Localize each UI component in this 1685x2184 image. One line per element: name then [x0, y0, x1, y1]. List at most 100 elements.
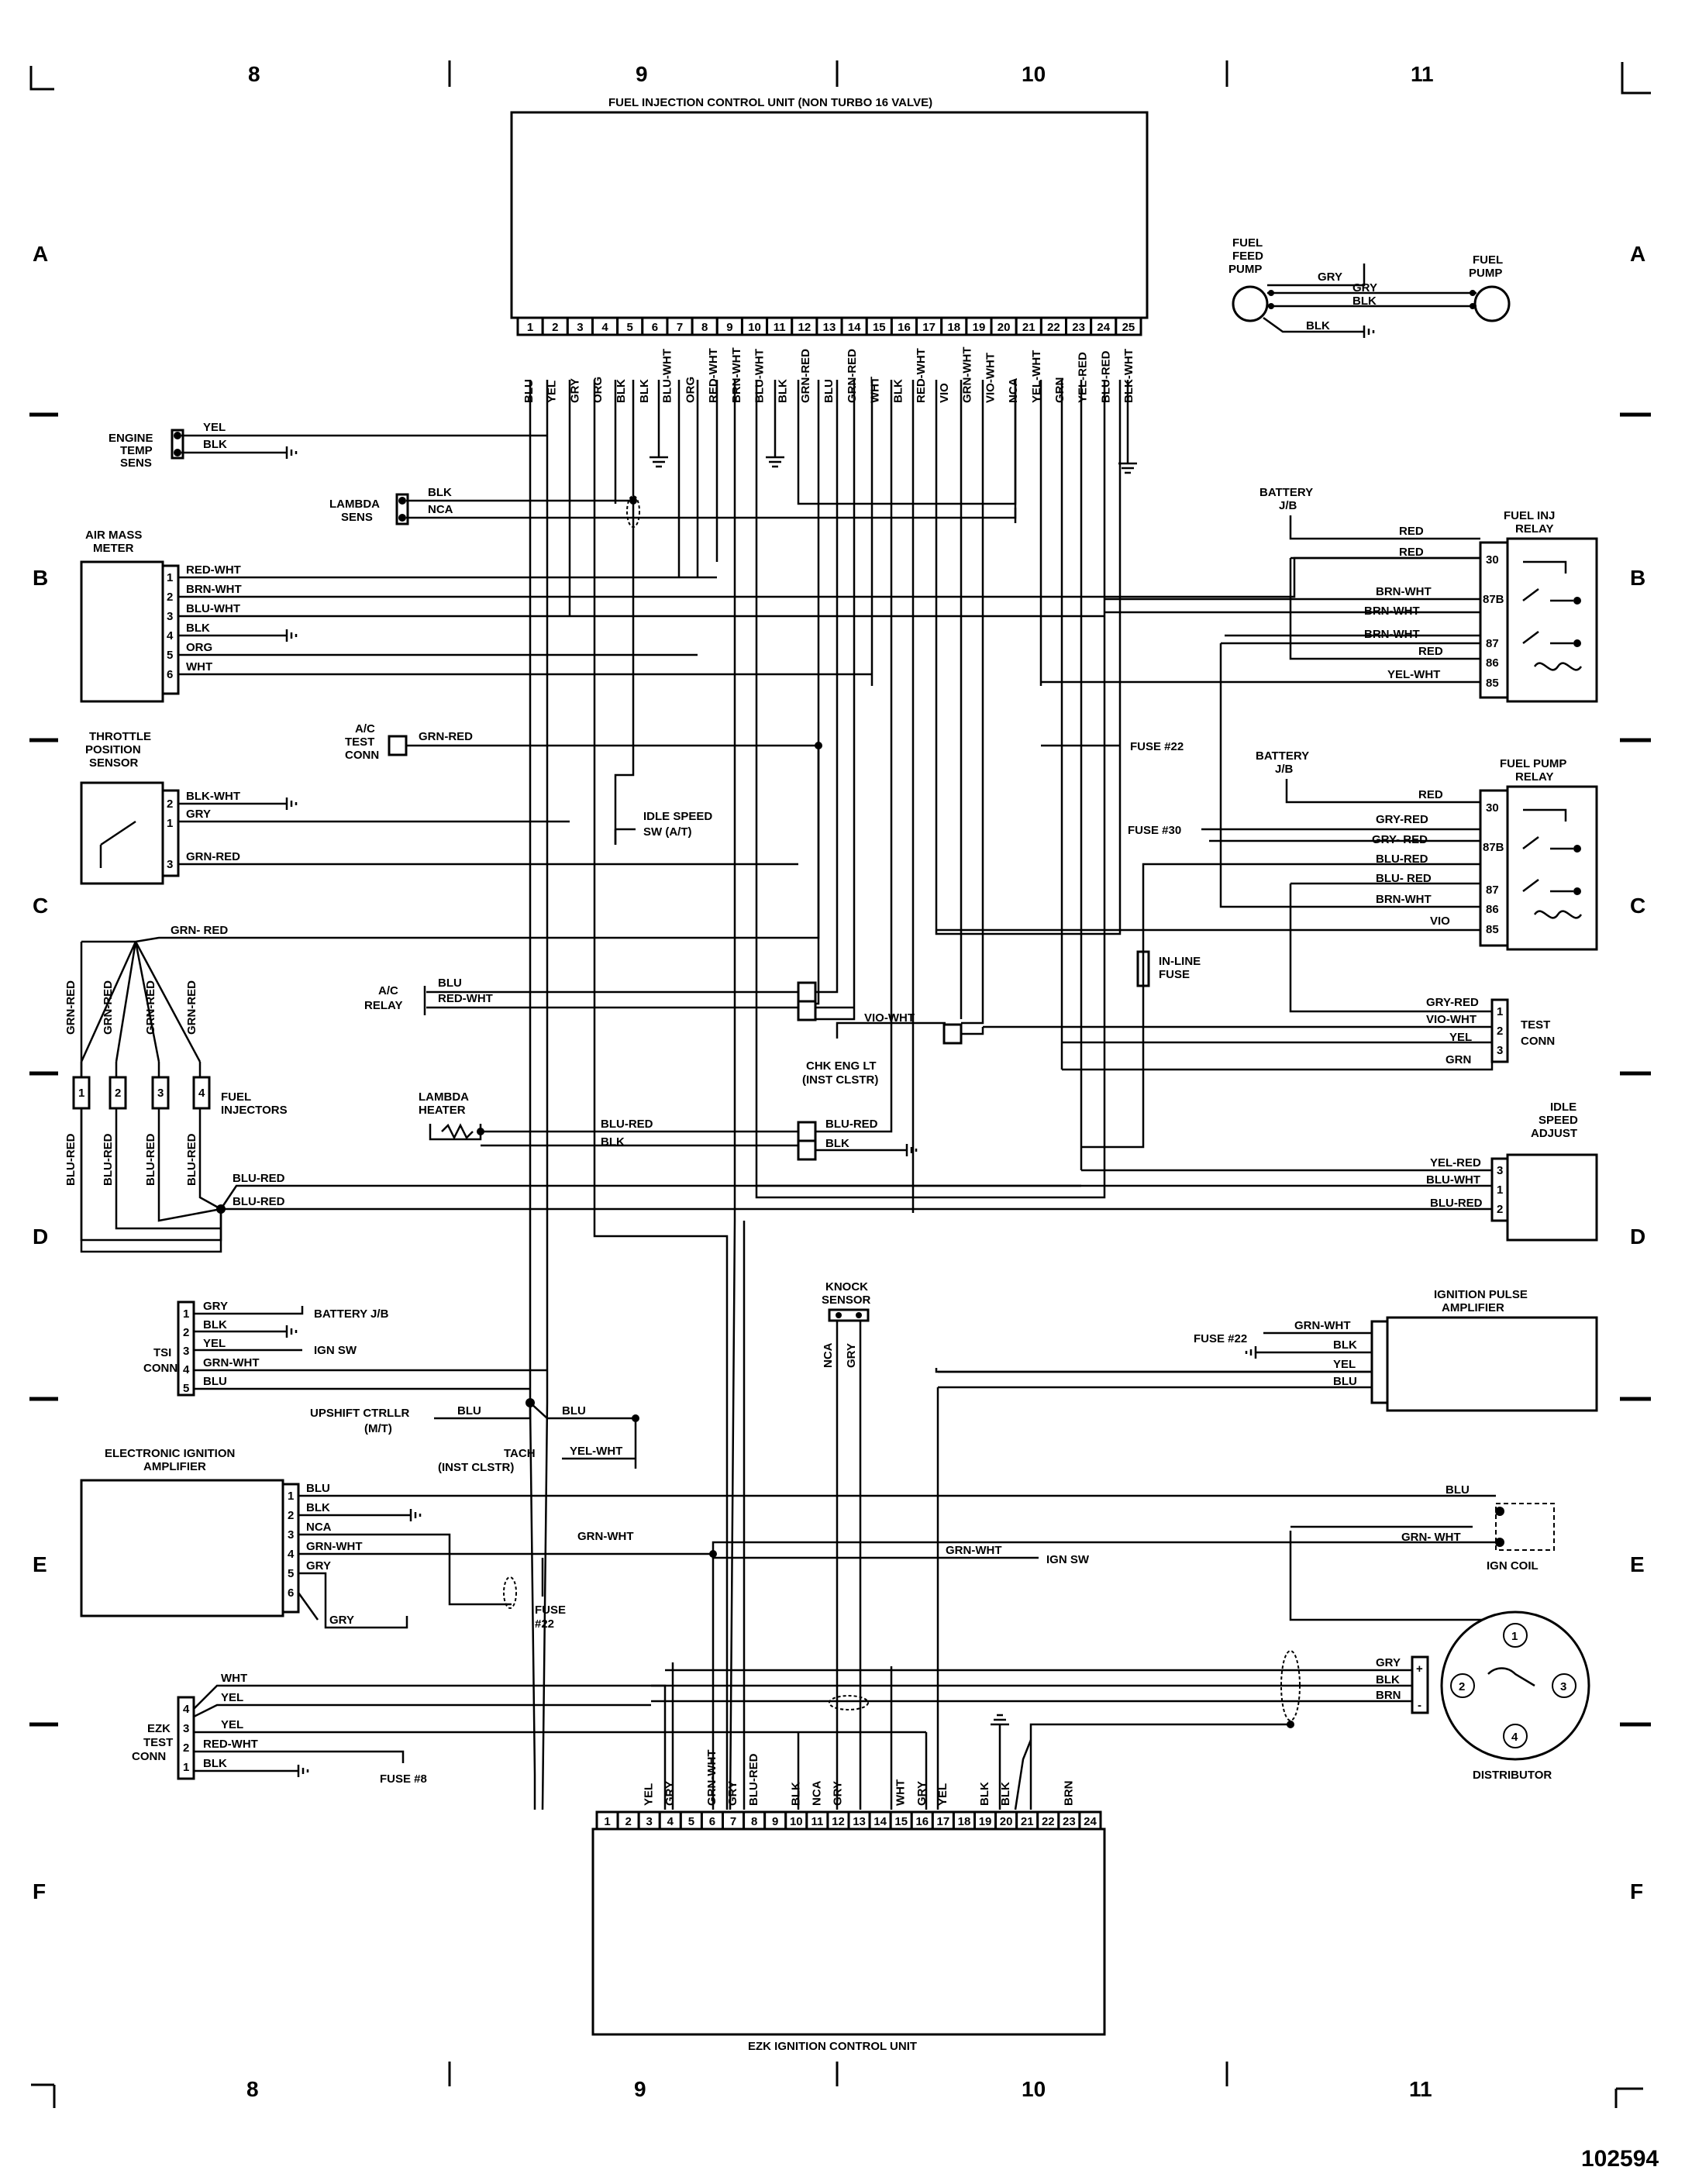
col-label: 11 — [1411, 62, 1434, 86]
pin-number: 17 — [937, 1815, 950, 1828]
pin-wire-color: BLU-WHT — [753, 349, 767, 403]
svg-text:A/C: A/C — [378, 984, 398, 997]
svg-text:VIO-WHT: VIO-WHT — [864, 1011, 915, 1025]
svg-text:4: 4 — [1511, 1731, 1518, 1744]
svg-text:RED: RED — [1399, 525, 1424, 538]
lambda-sensor: LAMBDA SENS BLK NCA — [329, 486, 1017, 528]
svg-text:85: 85 — [1486, 677, 1499, 690]
svg-text:YEL: YEL — [1449, 1031, 1472, 1044]
svg-text:BLU: BLU — [438, 977, 462, 990]
pin-wire-color: YEL-RED — [1077, 352, 1090, 403]
svg-text:NCA: NCA — [822, 1342, 835, 1368]
svg-text:GRY-RED: GRY-RED — [1426, 996, 1479, 1009]
pin-wire-color: BLU — [822, 379, 836, 403]
svg-text:NCA: NCA — [428, 503, 453, 516]
ezk-input-wires — [671, 1221, 1032, 1810]
pin-number: 8 — [701, 321, 708, 334]
col-label: 8 — [246, 2077, 259, 2101]
pin-number: 4 — [667, 1815, 674, 1828]
svg-text:BRN-WHT: BRN-WHT — [1364, 605, 1420, 618]
svg-text:BLK: BLK — [601, 1135, 625, 1149]
row-label: D — [1630, 1225, 1645, 1249]
svg-text:INJECTORS: INJECTORS — [221, 1104, 288, 1117]
inline-fuse: IN-LINE FUSE — [1081, 949, 1201, 1149]
row-label: E — [33, 1552, 47, 1576]
svg-text:4: 4 — [288, 1548, 295, 1561]
svg-text:FUSE: FUSE — [1159, 968, 1190, 981]
svg-text:1: 1 — [288, 1490, 294, 1503]
svg-text:VIO: VIO — [1430, 915, 1450, 928]
svg-text:1: 1 — [1511, 1630, 1518, 1643]
svg-text:4: 4 — [167, 629, 174, 642]
pin-number: 12 — [798, 321, 811, 334]
ground-icon — [766, 438, 784, 468]
svg-text:GRN-RED: GRN-RED — [186, 850, 240, 863]
svg-text:BLK: BLK — [203, 1318, 227, 1331]
svg-text:FUSE #22: FUSE #22 — [1194, 1332, 1247, 1345]
svg-text:RED: RED — [1418, 788, 1443, 801]
svg-text:FUEL: FUEL — [221, 1090, 251, 1104]
svg-text:SENSOR: SENSOR — [822, 1294, 871, 1307]
svg-text:UPSHIFT CTRLLR: UPSHIFT CTRLLR — [310, 1407, 409, 1420]
pin-wire-color: RED-WHT — [707, 348, 720, 403]
svg-text:J/B: J/B — [1275, 763, 1294, 776]
svg-text:BLK: BLK — [203, 438, 227, 451]
svg-text:RELAY: RELAY — [1515, 522, 1553, 536]
svg-text:METER: METER — [93, 542, 134, 555]
svg-text:2: 2 — [183, 1326, 189, 1339]
fuel-feed-pump-icon — [1232, 285, 1269, 322]
pin-number: 3 — [577, 321, 583, 334]
svg-text:TEST: TEST — [143, 1736, 173, 1749]
svg-text:IGN COIL: IGN COIL — [1487, 1559, 1539, 1573]
ecu-vertical-wires — [529, 380, 1129, 1810]
pin-wire-color: BLK — [776, 379, 789, 403]
svg-text:BLU-WHT: BLU-WHT — [1426, 1173, 1480, 1187]
svg-text:FUSE #22: FUSE #22 — [1130, 740, 1184, 753]
pin-wire-color: BRN-WHT — [730, 347, 743, 403]
svg-text:BRN-WHT: BRN-WHT — [1376, 585, 1432, 598]
svg-text:FUEL: FUEL — [1473, 253, 1503, 267]
distributor: 1 2 3 4 + - GRY BLK BRN DISTRIBUTOR — [651, 1610, 1590, 1810]
pin-number: 6 — [652, 321, 658, 334]
idle-speed-adjust: IDLE SPEED ADJUST 3 1 2 YEL-RED BLU-WHT … — [756, 1101, 1598, 1242]
svg-text:BLK: BLK — [186, 622, 210, 635]
row-label: C — [33, 894, 48, 918]
svg-text:WHT: WHT — [221, 1672, 247, 1685]
pin-number: 21 — [1021, 1815, 1034, 1828]
svg-text:1: 1 — [78, 1087, 84, 1100]
row-label: E — [1630, 1552, 1645, 1576]
svg-text:2: 2 — [1459, 1680, 1465, 1693]
svg-text:GRN-WHT: GRN-WHT — [1294, 1319, 1350, 1332]
ground-icon — [1118, 457, 1137, 474]
svg-text:BLK: BLK — [825, 1137, 849, 1150]
throttle-position-sensor: THROTTLE POSITION SENSOR 2 1 3 BLK-WHT G… — [80, 730, 798, 885]
svg-text:AMPLIFIER: AMPLIFIER — [1442, 1301, 1504, 1314]
svg-text:YEL-WHT: YEL-WHT — [1387, 668, 1440, 681]
svg-text:BLU: BLU — [203, 1375, 227, 1388]
svg-text:87: 87 — [1486, 637, 1499, 650]
ground-icon — [1245, 1346, 1372, 1359]
pin-number: 14 — [874, 1815, 887, 1828]
svg-text:BLU-RED: BLU-RED — [825, 1118, 878, 1131]
svg-text:FEED: FEED — [1232, 250, 1263, 263]
pin-number: 16 — [898, 321, 911, 334]
pin-number: 23 — [1063, 1815, 1076, 1828]
svg-text:CONN: CONN — [143, 1362, 177, 1375]
pin-wire-color: BLK — [891, 379, 905, 403]
svg-text:LAMBDA: LAMBDA — [329, 498, 380, 511]
ground-icon — [1263, 316, 1375, 338]
ground-icon — [194, 1765, 309, 1777]
pin-number: 20 — [998, 321, 1011, 334]
pin-wire-color: VIO-WHT — [984, 353, 997, 403]
svg-text:30: 30 — [1486, 553, 1499, 567]
ign-coil: BLU GRN- WHT IGN COIL — [1289, 1483, 1555, 1636]
ezk-wire-color: WHT — [894, 1779, 908, 1806]
svg-text:GRY: GRY — [329, 1614, 354, 1627]
svg-text:5: 5 — [183, 1382, 189, 1395]
svg-text:3: 3 — [288, 1528, 294, 1542]
pin-wire-color: ORG — [684, 377, 697, 403]
svg-text:TEST: TEST — [345, 735, 374, 749]
svg-text:GRY: GRY — [203, 1300, 228, 1313]
pin-number: 23 — [1072, 321, 1085, 334]
